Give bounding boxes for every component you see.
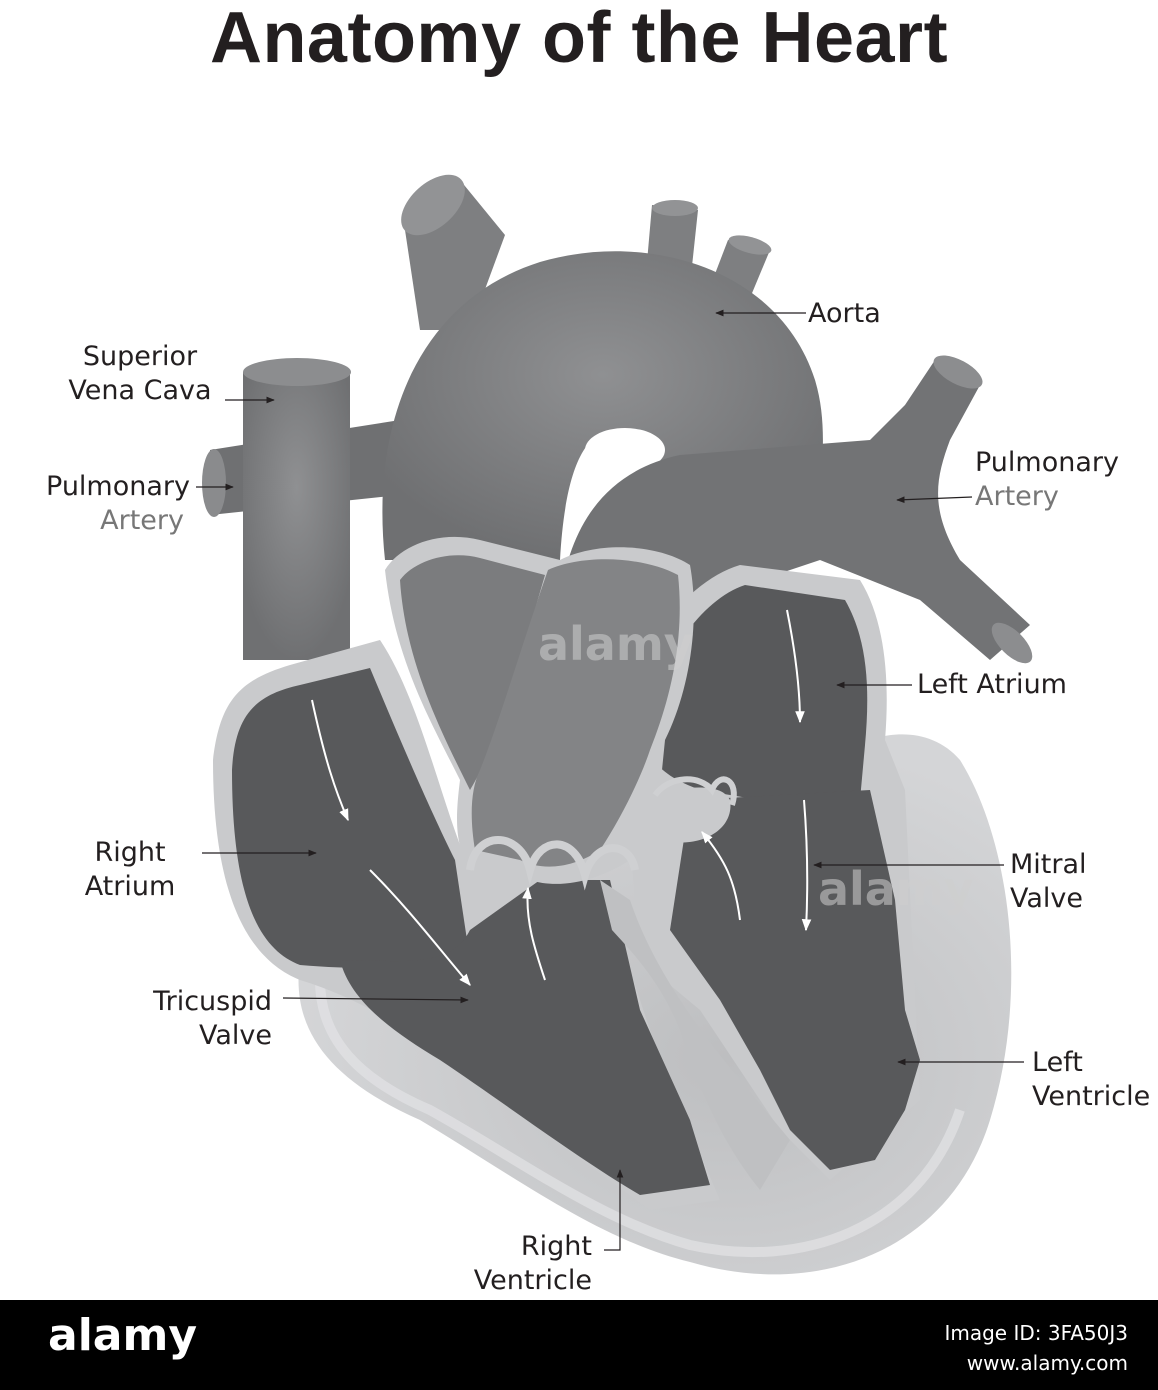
watermark: alamy xyxy=(818,862,974,916)
label-mitral-valve: Mitral Valve xyxy=(1010,849,1087,914)
right-ventricle-chamber xyxy=(340,880,710,1195)
label-left-ventricle: Left Ventricle xyxy=(1032,1047,1151,1112)
footer-bar xyxy=(0,1300,1158,1390)
right-atrium-chamber xyxy=(232,668,470,969)
label-pulmonary-artery-left: Pulmonary Artery xyxy=(46,471,190,536)
septum xyxy=(600,880,790,1190)
watermark: alamy xyxy=(538,617,694,671)
label-pulmonary-artery-right: Pulmonary Artery xyxy=(975,447,1119,512)
footer-logo: alamy xyxy=(48,1310,197,1361)
footer-info: Image ID: 3FA50J3 www.alamy.com xyxy=(944,1318,1128,1378)
label-tricuspid-valve: Tricuspid Valve xyxy=(153,986,272,1051)
label-aorta: Aorta xyxy=(808,298,881,329)
page-title: Anatomy of the Heart xyxy=(209,0,949,78)
label-right-ventricle: Right Ventricle xyxy=(473,1231,592,1296)
image-id: Image ID: 3FA50J3 xyxy=(944,1321,1128,1345)
label-right-atrium: Right Atrium xyxy=(84,837,176,902)
site-url[interactable]: www.alamy.com xyxy=(966,1351,1128,1375)
heart-diagram: alamy alamy xyxy=(196,174,1033,1275)
label-superior-vena-cava: Superior Vena Cava xyxy=(68,341,212,406)
left-atrium-chamber xyxy=(640,585,868,800)
superior-vena-cava-shape xyxy=(243,372,350,660)
label-left-atrium: Left Atrium xyxy=(917,669,1067,700)
